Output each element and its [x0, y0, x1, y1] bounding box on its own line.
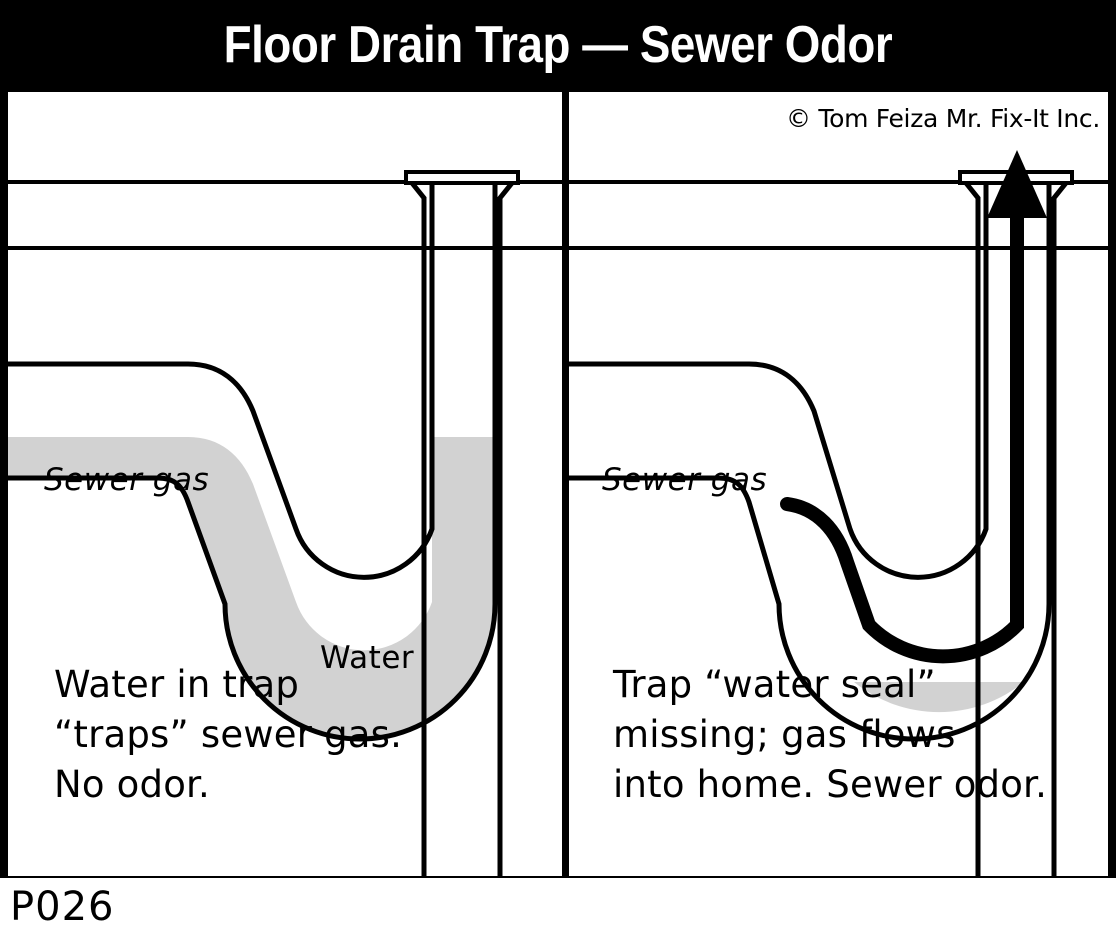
- water-fill-shape-low: [854, 682, 1024, 713]
- caption-left: Water in trap “traps” sewer gas. No odor…: [54, 660, 402, 810]
- drain-flange: [404, 170, 520, 185]
- trap-inner-wall: [8, 182, 435, 580]
- trap-outer-wall: [8, 182, 498, 742]
- left-trap-diagram: [8, 170, 562, 876]
- right-trap-diagram: [569, 150, 1108, 876]
- title-bar: Floor Drain Trap — Sewer Odor: [0, 0, 1116, 90]
- caption-right: Trap “water seal” missing; gas flows int…: [613, 660, 1047, 810]
- panel-trap-with-water-seal: Sewer gas Water Water in trap “traps” se…: [8, 92, 562, 876]
- caption-line: into home. Sewer odor.: [613, 763, 1048, 806]
- gas-flow-arrowhead: [987, 150, 1047, 218]
- panel-trap-missing-water-seal: Sewer gas Trap “water seal” missing; gas…: [569, 92, 1108, 876]
- caption-line: Water in trap: [54, 663, 300, 706]
- label-sewer-gas: Sewer gas: [44, 462, 210, 498]
- trap-outer-wall: [569, 182, 1052, 742]
- caption-line: “traps” sewer gas.: [54, 713, 403, 756]
- page-title: Floor Drain Trap — Sewer Odor: [223, 16, 893, 74]
- gas-flow-arrow-body: [780, 210, 1024, 664]
- label-water: Water: [320, 640, 415, 676]
- water-fill-shape: [8, 437, 495, 739]
- caption-line: missing; gas flows: [613, 713, 956, 756]
- caption-line: Trap “water seal”: [613, 663, 936, 706]
- drain-funnel-right-shoulder: [1051, 181, 1068, 876]
- copyright-notice: © Tom Feiza Mr. Fix-It Inc.: [786, 104, 1100, 133]
- drain-funnel-right-shoulder: [497, 181, 514, 876]
- caption-line: No odor.: [54, 763, 211, 806]
- label-sewer-gas: Sewer gas: [602, 462, 768, 498]
- drain-funnel-left-shoulder: [410, 181, 427, 876]
- sheet-code: P026: [10, 884, 115, 930]
- trap-inner-wall: [569, 182, 989, 580]
